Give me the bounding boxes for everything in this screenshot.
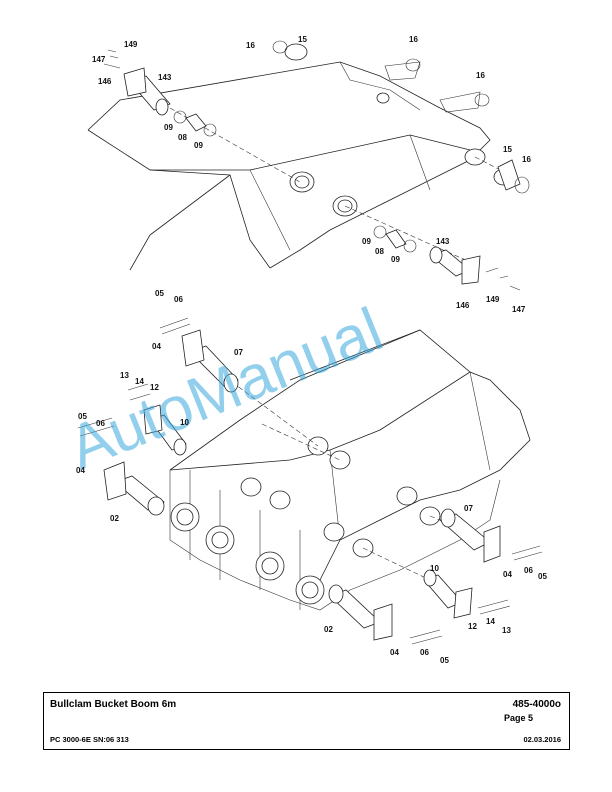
machine-model: PC 3000-6E SN:06 313 (50, 735, 129, 744)
callout: 14 (135, 377, 144, 386)
callout: 04 (152, 342, 161, 351)
callout: 12 (468, 622, 477, 631)
callout: 07 (464, 504, 473, 513)
page-number: Page 5 (503, 713, 533, 723)
callout: 04 (503, 570, 512, 579)
callout: 16 (522, 155, 531, 164)
document-number: 485-4000o (512, 699, 561, 710)
lower-bucket-outline (169, 329, 531, 611)
callout: 05 (78, 412, 87, 421)
upper-pins-and-bushings (103, 40, 530, 291)
callout: 16 (409, 35, 418, 44)
callout: 147 (512, 305, 526, 314)
callout: 14 (486, 617, 495, 626)
callout: 10 (430, 564, 439, 573)
callout: 149 (486, 295, 500, 304)
callout: 09 (194, 141, 203, 150)
callout: 02 (110, 514, 119, 523)
callout: 09 (362, 237, 371, 246)
callout: 06 (524, 566, 533, 575)
callout: 08 (375, 247, 384, 256)
callout: 05 (155, 289, 164, 298)
callout: 143 (436, 237, 450, 246)
document-title: Bullclam Bucket Boom 6m (50, 699, 177, 710)
lower-pins (77, 317, 543, 645)
callout: 147 (92, 55, 106, 64)
callout: 15 (503, 145, 512, 154)
callout: 12 (150, 383, 159, 392)
callout: 143 (158, 73, 172, 82)
callout: 16 (246, 41, 255, 50)
title-block: Bullclam Bucket Boom 6m 485-4000o Page 5… (43, 692, 570, 750)
callout: 16 (476, 71, 485, 80)
callout: 09 (391, 255, 400, 264)
callout: 07 (234, 348, 243, 357)
callout: 02 (324, 625, 333, 634)
callout: 146 (98, 77, 112, 86)
callout: 05 (538, 572, 547, 581)
callout: 06 (420, 648, 429, 657)
callout: 10 (180, 418, 189, 427)
callout: 05 (440, 656, 449, 665)
callout: 149 (124, 40, 138, 49)
callout: 04 (390, 648, 399, 657)
callout: 15 (298, 35, 307, 44)
callout: 09 (164, 123, 173, 132)
callout: 146 (456, 301, 470, 310)
callout: 13 (120, 371, 129, 380)
callout: 06 (174, 295, 183, 304)
upper-boom-outline (87, 61, 491, 271)
document-date: 02.03.2016 (523, 735, 561, 744)
callout: 06 (96, 419, 105, 428)
callout: 13 (502, 626, 511, 635)
callout: 08 (178, 133, 187, 142)
exploded-parts-diagram: AutoManual 16 15 16 16 149 147 146 143 0… (59, 35, 547, 665)
callout: 04 (76, 466, 85, 475)
callout-labels: 16 15 16 16 149 147 146 143 09 08 09 15 … (76, 35, 547, 665)
